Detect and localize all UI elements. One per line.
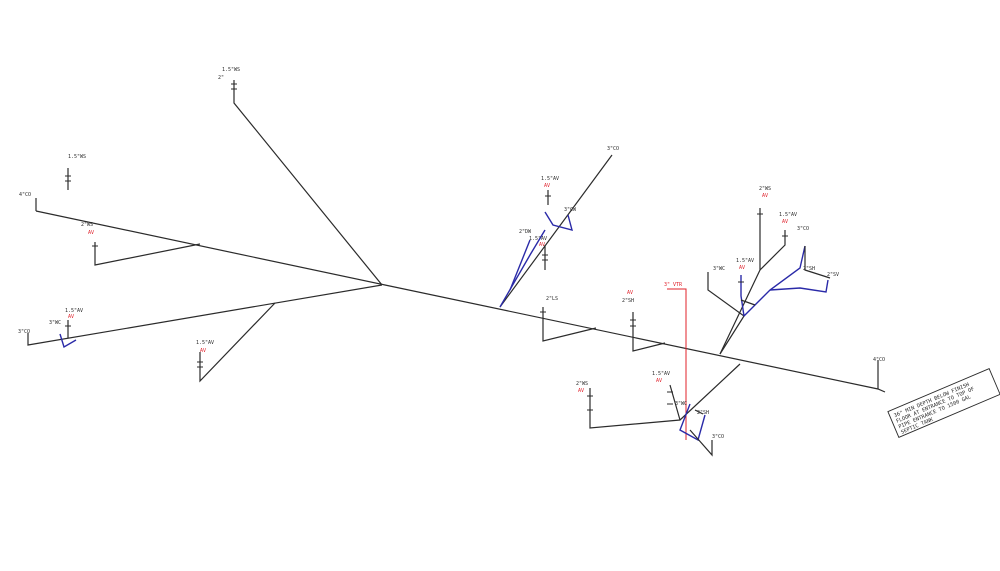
right-blue-trunk [743,245,806,317]
label-av-right: 1.5"AV [779,212,797,218]
branch-av-right-mid [740,299,756,306]
label-av-right-red: AV [782,219,788,225]
label-ws-left: 1.5"WS [68,154,86,160]
label-av-center-low-red: AV [200,348,206,354]
label-top-size: 2" [218,75,224,81]
fitting-bottom-av [667,391,673,405]
southeast-branches [589,360,879,457]
label-av-bottom-red: AV [578,388,584,394]
branch-to-bottom-co [689,429,713,457]
label-av-center-top: 1.5"AV [541,176,559,182]
label-sv-right: 2"SV [827,272,839,278]
branch-sh-center [632,312,666,352]
label-cw-center: 3"CW [564,207,577,213]
label-sh-bottom: 2"SH [697,410,709,416]
label-co-outlet: 4"CO [873,357,885,363]
right-blue-wc [769,279,829,293]
branch-ws-right-top [707,272,745,355]
fittings [65,83,788,411]
label-av-left-red: AV [88,230,94,236]
center-blue-dw [509,239,531,291]
branch-ls-center [542,307,597,342]
label-ls-center: 2"LS [546,296,558,302]
label-ws-mid-left: 2"WS [81,222,93,228]
center-blue-cw [544,211,573,231]
fitting-sh [630,319,636,327]
main-drain [35,198,886,393]
fixture-labels: 1.5"WS 2" 1.5"WS 4"CO 2"WS AV 1.5"AV AV … [18,67,885,440]
label-ws-bottom: 2"WS [576,381,588,387]
branch-lower-left [27,284,383,346]
label-sh-right: 2"SH [803,266,815,272]
branch-to-co-center [499,154,613,308]
label-wc-right: 3"WC [713,266,725,272]
label-wc-left: 3"WC [49,320,61,326]
branch-to-bottom-av [669,384,681,421]
label-av-center-mid: 1.5"AV [529,236,547,242]
bottom-blue-wc [679,403,706,442]
label-co-left: 4"CO [19,192,31,198]
fitting-center-mid [542,254,548,261]
label-av-bottom-red2: AV [656,378,662,384]
label-av-center-red: AV [627,290,633,296]
vtr-line [667,288,687,410]
wc-left-branch [59,333,77,349]
branch-to-bottom-ws [589,363,741,429]
label-co-center-top: 3"CO [607,146,619,152]
fitting-bottom-ws [587,395,593,411]
branch-to-top-ws [233,80,383,286]
label-av-right-top-red: AV [762,193,768,199]
label-wc-bottom: 3"WC [675,401,687,407]
fitting-ws-left [65,175,71,182]
label-av-center-mid-red: AV [539,242,545,248]
label-ws-right-top: 2"WS [759,186,771,192]
label-dw-center: 2"DW [519,229,532,235]
branch-to-ws-right [719,208,761,355]
label-av-center-low: 1.5"AV [196,340,214,346]
branch-wc-right-riser [804,246,831,279]
fitting-low-av [197,361,203,368]
label-av-right-mid-red: AV [739,265,745,271]
label-av-low-left: 1.5"AV [65,308,83,314]
septic-note-box [887,368,1000,438]
center-branches [499,154,666,352]
fitting-top [231,83,237,90]
branch-sh-bottom [694,409,704,415]
label-co-bottom: 3"CO [712,434,724,440]
west-branches [27,80,383,383]
label-co-far-left: 3"CO [18,329,30,335]
label-av-right-mid: 1.5"AV [736,258,754,264]
east-branches [707,208,831,355]
label-av-low-left-red: AV [68,314,74,320]
branch-mid-left [94,242,201,266]
label-co-right: 3"CO [797,226,809,232]
branch-av-right [759,230,786,271]
label-sh-center: 2"SH [622,298,634,304]
label-av-center-top-red: AV [544,183,550,189]
label-av-bottom: 1.5"AV [652,371,670,377]
main-drain-line [35,210,886,393]
label-top-ws: 1.5"WS [222,67,240,73]
label-vtr: 3" VTR [664,282,683,288]
septic-note: 36" MIN DEPTH BELOW FINISH FLOOR AT ENTR… [887,368,1000,438]
